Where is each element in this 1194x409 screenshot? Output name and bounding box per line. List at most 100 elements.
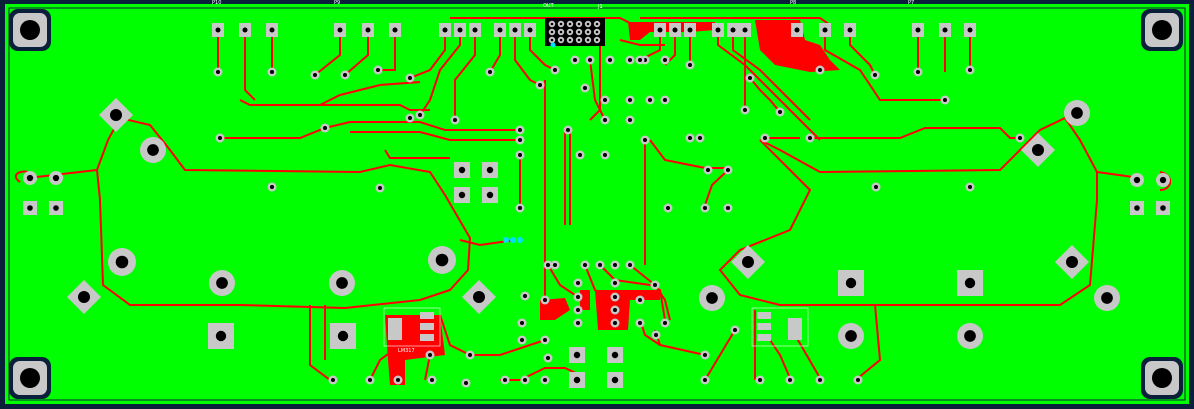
round-pad-icon — [584, 28, 592, 36]
via-icon — [965, 182, 975, 192]
round-pad-icon — [584, 36, 592, 44]
via-icon — [805, 133, 815, 143]
highlight-pad — [503, 237, 509, 243]
via-icon — [393, 375, 403, 385]
square-pad-icon — [389, 23, 401, 37]
via-icon — [730, 325, 740, 335]
via-icon — [267, 182, 277, 192]
highlight-pad — [550, 42, 556, 48]
round-pad-icon — [1156, 173, 1170, 187]
square-pads — [23, 23, 1170, 388]
via-icon — [550, 65, 560, 75]
square-pad-icon — [482, 162, 498, 178]
via-icon — [625, 95, 635, 105]
square-pad-icon — [494, 23, 506, 37]
round-pad-icon — [428, 246, 456, 274]
via-icon — [853, 375, 863, 385]
trace — [589, 59, 606, 121]
round-pad-icon — [575, 36, 583, 44]
highlight-pad — [517, 237, 523, 243]
diamond-pad-icon — [462, 280, 496, 314]
smd-regulator-pin — [757, 323, 771, 330]
via-icon — [815, 65, 825, 75]
trace — [718, 116, 1141, 306]
via-icon — [625, 115, 635, 125]
trace — [640, 17, 831, 26]
silk-label: LM317 — [398, 348, 415, 354]
round-pad-icon — [566, 36, 574, 44]
trace — [749, 77, 781, 113]
trace — [519, 367, 581, 381]
silk-label: J1 — [597, 4, 603, 10]
via-icon — [267, 67, 277, 77]
smd-regulator-outline — [751, 307, 809, 347]
via-icon — [517, 335, 527, 345]
via-icon — [635, 318, 645, 328]
via-icon — [723, 165, 733, 175]
via-icon — [405, 73, 415, 83]
via-icon — [815, 375, 825, 385]
via-icon — [685, 133, 695, 143]
trace — [489, 30, 501, 73]
square-pad-icon — [524, 23, 536, 37]
square-pad-icon — [330, 323, 356, 349]
via-icon — [540, 335, 550, 345]
via-icon — [605, 55, 615, 65]
via-icon — [913, 67, 923, 77]
via-icon — [940, 95, 950, 105]
square-pad-icon — [727, 23, 739, 37]
smd-regulator-body — [388, 318, 402, 340]
via-icon — [520, 291, 530, 301]
trace — [384, 149, 450, 159]
square-pad-icon — [684, 23, 696, 37]
via-icon — [1015, 133, 1025, 143]
mount-hole-icon — [1141, 357, 1183, 399]
smd-regulator-pin — [420, 323, 434, 330]
square-pad-icon — [439, 23, 451, 37]
via-icon — [760, 133, 770, 143]
diamond-pad-icon — [99, 98, 133, 132]
square-pad-icon — [607, 372, 623, 388]
via-icon — [520, 375, 530, 385]
trace — [14, 170, 29, 183]
via-icon — [450, 115, 460, 125]
via-icon — [485, 67, 495, 77]
square-pad-icon — [482, 187, 498, 203]
trace — [529, 30, 556, 71]
via-icon — [660, 318, 670, 328]
round-pad-icon — [557, 36, 565, 44]
via-icon — [871, 182, 881, 192]
silk-label: P9 — [334, 0, 340, 6]
diamond-pad-icon — [1021, 133, 1055, 167]
square-pad-icon — [654, 23, 666, 37]
vias — [213, 55, 1025, 388]
trace — [439, 314, 546, 356]
square-pad-icon — [739, 23, 751, 37]
via-icon — [500, 375, 510, 385]
trace — [794, 334, 821, 379]
via-icon — [427, 375, 437, 385]
round-pad-icon — [49, 171, 63, 185]
via-icon — [610, 260, 620, 270]
copper-zone — [580, 290, 590, 310]
square-pad-icon — [838, 270, 864, 296]
square-pad-icon — [669, 23, 681, 37]
via-icon — [580, 260, 590, 270]
via-icon — [610, 318, 620, 328]
via-icon — [328, 375, 338, 385]
diamond-pad-icon — [67, 280, 101, 314]
via-icon — [215, 133, 225, 143]
via-icon — [425, 350, 435, 360]
square-pad-icon — [844, 23, 856, 37]
square-pad-icon — [957, 270, 983, 296]
diamond-pads — [67, 98, 1089, 314]
via-icon — [415, 110, 425, 120]
via-icon — [785, 375, 795, 385]
via-icon — [635, 55, 645, 65]
mount-hole-icon — [9, 9, 51, 51]
round-pad-icon — [575, 28, 583, 36]
trace — [824, 30, 945, 101]
mount-hole-icon — [1141, 9, 1183, 51]
via-icon — [660, 95, 670, 105]
via-icon — [543, 353, 553, 363]
